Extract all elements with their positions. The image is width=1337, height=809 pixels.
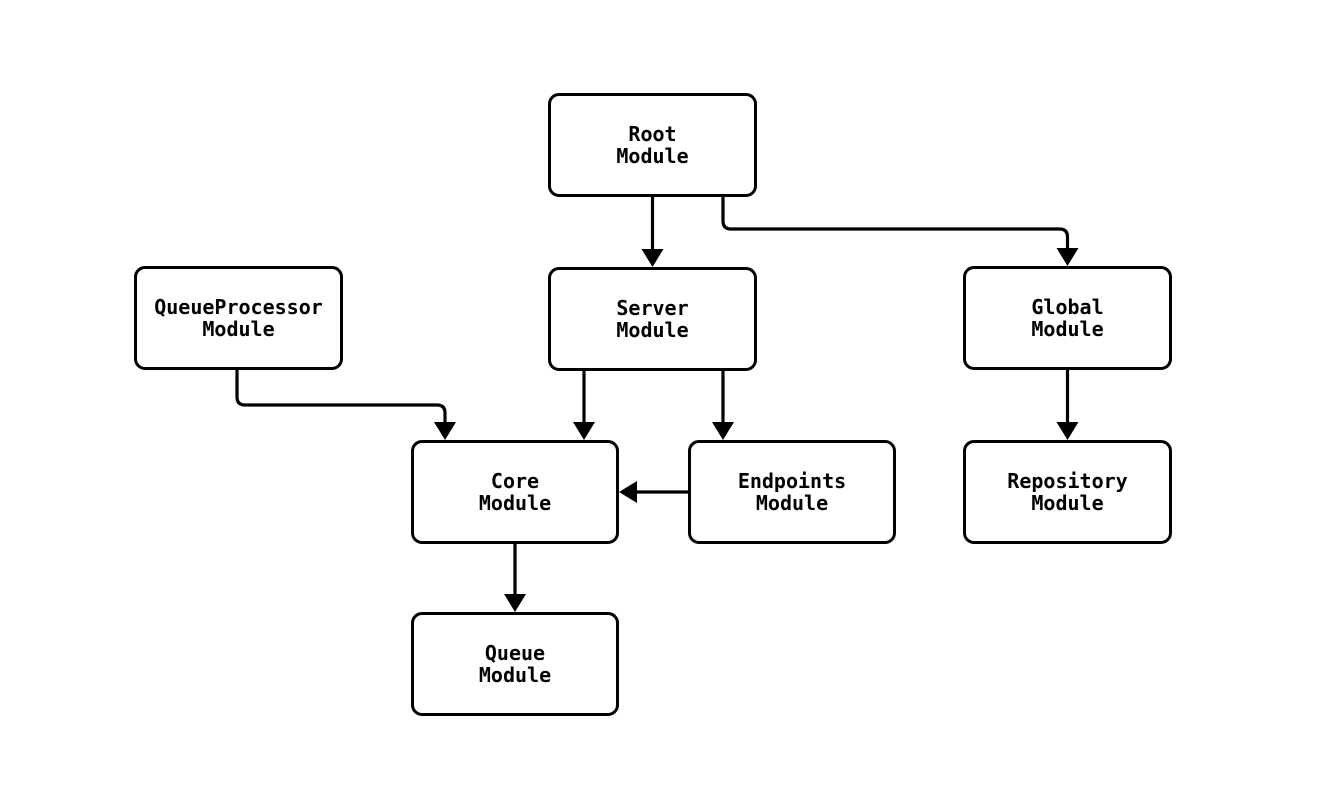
edge-core-to-queue xyxy=(504,544,526,612)
edge-endpoints-to-core xyxy=(619,481,688,503)
node-endpoints-module-label: Endpoints Module xyxy=(737,469,847,515)
arrowhead-down-icon xyxy=(434,422,456,440)
node-repository-module-label: Repository Module xyxy=(1007,469,1128,515)
edge-server-to-endpoints xyxy=(712,371,734,440)
edge-root-to-global xyxy=(721,197,1079,266)
node-queue-module: Queue Module xyxy=(411,612,619,716)
node-repository-module: Repository Module xyxy=(963,440,1172,544)
node-root-module-label: Root Module xyxy=(616,122,689,168)
node-queueprocessor-module-label: QueueProcessor Module xyxy=(154,295,323,341)
edge-global-to-repository xyxy=(1056,370,1079,440)
node-core-module: Core Module xyxy=(411,440,619,544)
node-global-module-label: Global Module xyxy=(1031,295,1104,341)
node-queue-module-label: Queue Module xyxy=(478,641,552,687)
arrowhead-down-icon xyxy=(641,249,664,267)
edge-server-to-core xyxy=(573,371,595,440)
arrowhead-down-icon xyxy=(573,422,595,440)
edge-root-to-server xyxy=(641,197,664,267)
node-server-module-label: Server Module xyxy=(616,296,689,342)
arrowhead-down-icon xyxy=(712,422,734,440)
node-root-module: Root Module xyxy=(548,93,757,197)
edge-queueprocessor-to-core xyxy=(235,370,456,440)
node-server-module: Server Module xyxy=(548,267,757,371)
node-endpoints-module: Endpoints Module xyxy=(688,440,896,544)
node-queueprocessor-module: QueueProcessor Module xyxy=(134,266,343,370)
node-core-module-label: Core Module xyxy=(478,469,552,515)
arrowhead-down-icon xyxy=(1056,248,1079,266)
node-global-module: Global Module xyxy=(963,266,1172,370)
arrowhead-down-icon xyxy=(1056,422,1079,440)
arrowhead-down-icon xyxy=(504,594,526,612)
arrowhead-left-icon xyxy=(619,481,637,503)
